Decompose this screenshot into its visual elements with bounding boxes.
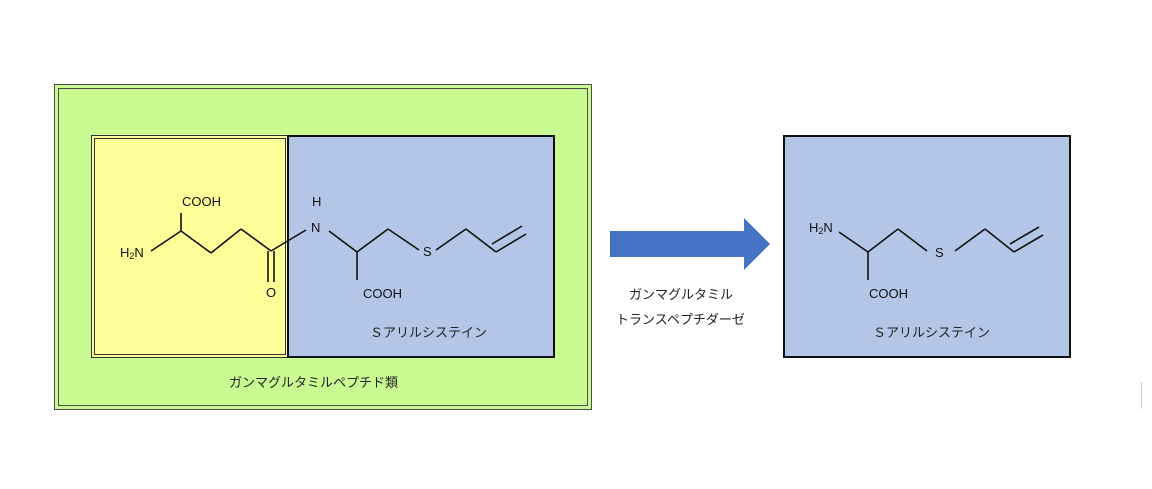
amide-h-label: H (312, 194, 321, 209)
bond (984, 228, 1015, 253)
enzyme-label-line2: トランスペプチダーゼ (616, 313, 745, 328)
bond (495, 233, 527, 253)
bond (356, 228, 389, 253)
bond (954, 228, 986, 252)
edge-marker (1141, 382, 1142, 409)
bond (838, 231, 869, 253)
s-allylcysteine-moiety-region (287, 135, 555, 358)
bond (867, 228, 899, 253)
cooh-label: COOH (182, 194, 221, 209)
cooh-label: COOH (869, 286, 908, 301)
bond (210, 228, 242, 254)
gamma-glutamyl-peptide-inner-border (58, 88, 588, 406)
bond (491, 225, 523, 245)
bond (1013, 234, 1044, 253)
arrow-shape (610, 218, 770, 270)
group-label: ガンマグルタミルペプチド類 (229, 376, 399, 391)
bond (270, 229, 307, 252)
left-product-label: Ｓアリルシステイン (370, 326, 488, 341)
glutamyl-moiety-inner-border (94, 138, 286, 355)
bond (1009, 226, 1040, 245)
sulfur-label: S (935, 245, 944, 260)
bond (387, 228, 420, 251)
bond (180, 230, 212, 254)
glutamyl-moiety-region (91, 135, 289, 358)
bond (897, 228, 928, 252)
cooh-label: COOH (363, 286, 402, 301)
bond (435, 228, 467, 251)
bond (465, 228, 497, 253)
sulfur-label: S (423, 244, 432, 259)
enzyme-label-line1: ガンマグルタミル (629, 288, 734, 303)
right-product-label: Ｓアリルシステイン (873, 326, 991, 341)
bond (328, 230, 358, 253)
bond (150, 230, 182, 252)
bond (240, 228, 272, 252)
reaction-arrow (610, 218, 770, 270)
amide-n-label: N (311, 220, 320, 235)
h2n-label: H2N (120, 245, 144, 261)
carbonyl-o-label: O (266, 285, 276, 300)
h2n-label: H2N (809, 220, 833, 236)
